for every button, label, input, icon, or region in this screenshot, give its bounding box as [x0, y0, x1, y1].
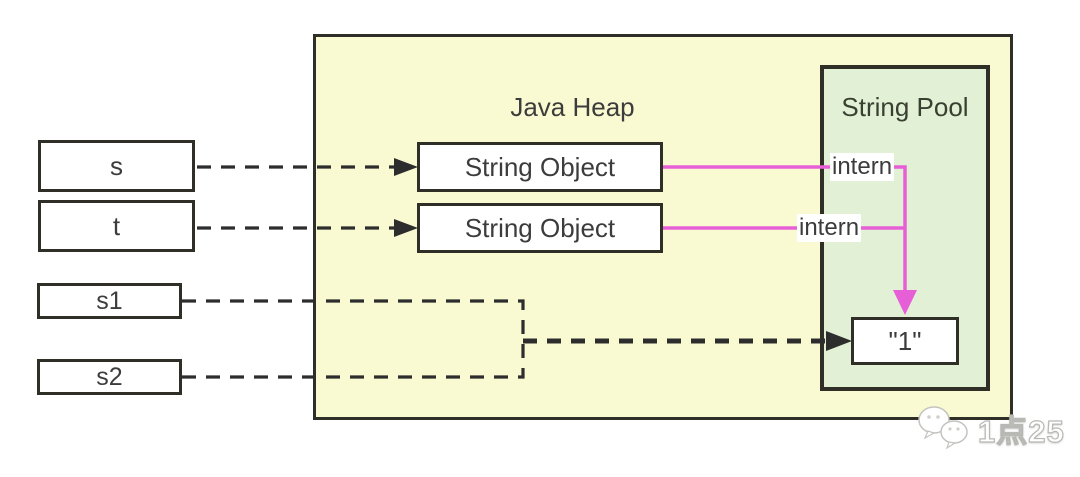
variable-box-s1: s1 — [37, 283, 182, 319]
wechat-icon — [918, 406, 968, 450]
variable-label-s2: s2 — [96, 362, 123, 391]
variable-box-t: t — [38, 200, 195, 252]
variable-label-s: s — [110, 150, 123, 181]
string-literal-box: "1" — [851, 317, 959, 365]
string-literal-label: "1" — [888, 325, 922, 356]
variable-box-s2: s2 — [37, 359, 182, 395]
variable-box-s: s — [38, 140, 195, 192]
string-object-label-2: String Object — [464, 212, 616, 243]
string-pool-label: String Pool — [841, 92, 969, 122]
string-object-label-1: String Object — [464, 151, 616, 182]
string-object-box-1: String Object — [417, 142, 663, 192]
intern-label-1: intern — [830, 153, 895, 181]
watermark: 1点25 — [916, 404, 1065, 452]
variable-label-s1: s1 — [96, 286, 123, 315]
watermark-text: 1点25 — [977, 413, 1065, 449]
variable-label-t: t — [112, 210, 121, 241]
java-heap-label: Java Heap — [510, 92, 635, 122]
intern-label-2: intern — [797, 214, 862, 242]
string-object-box-2: String Object — [417, 203, 663, 253]
